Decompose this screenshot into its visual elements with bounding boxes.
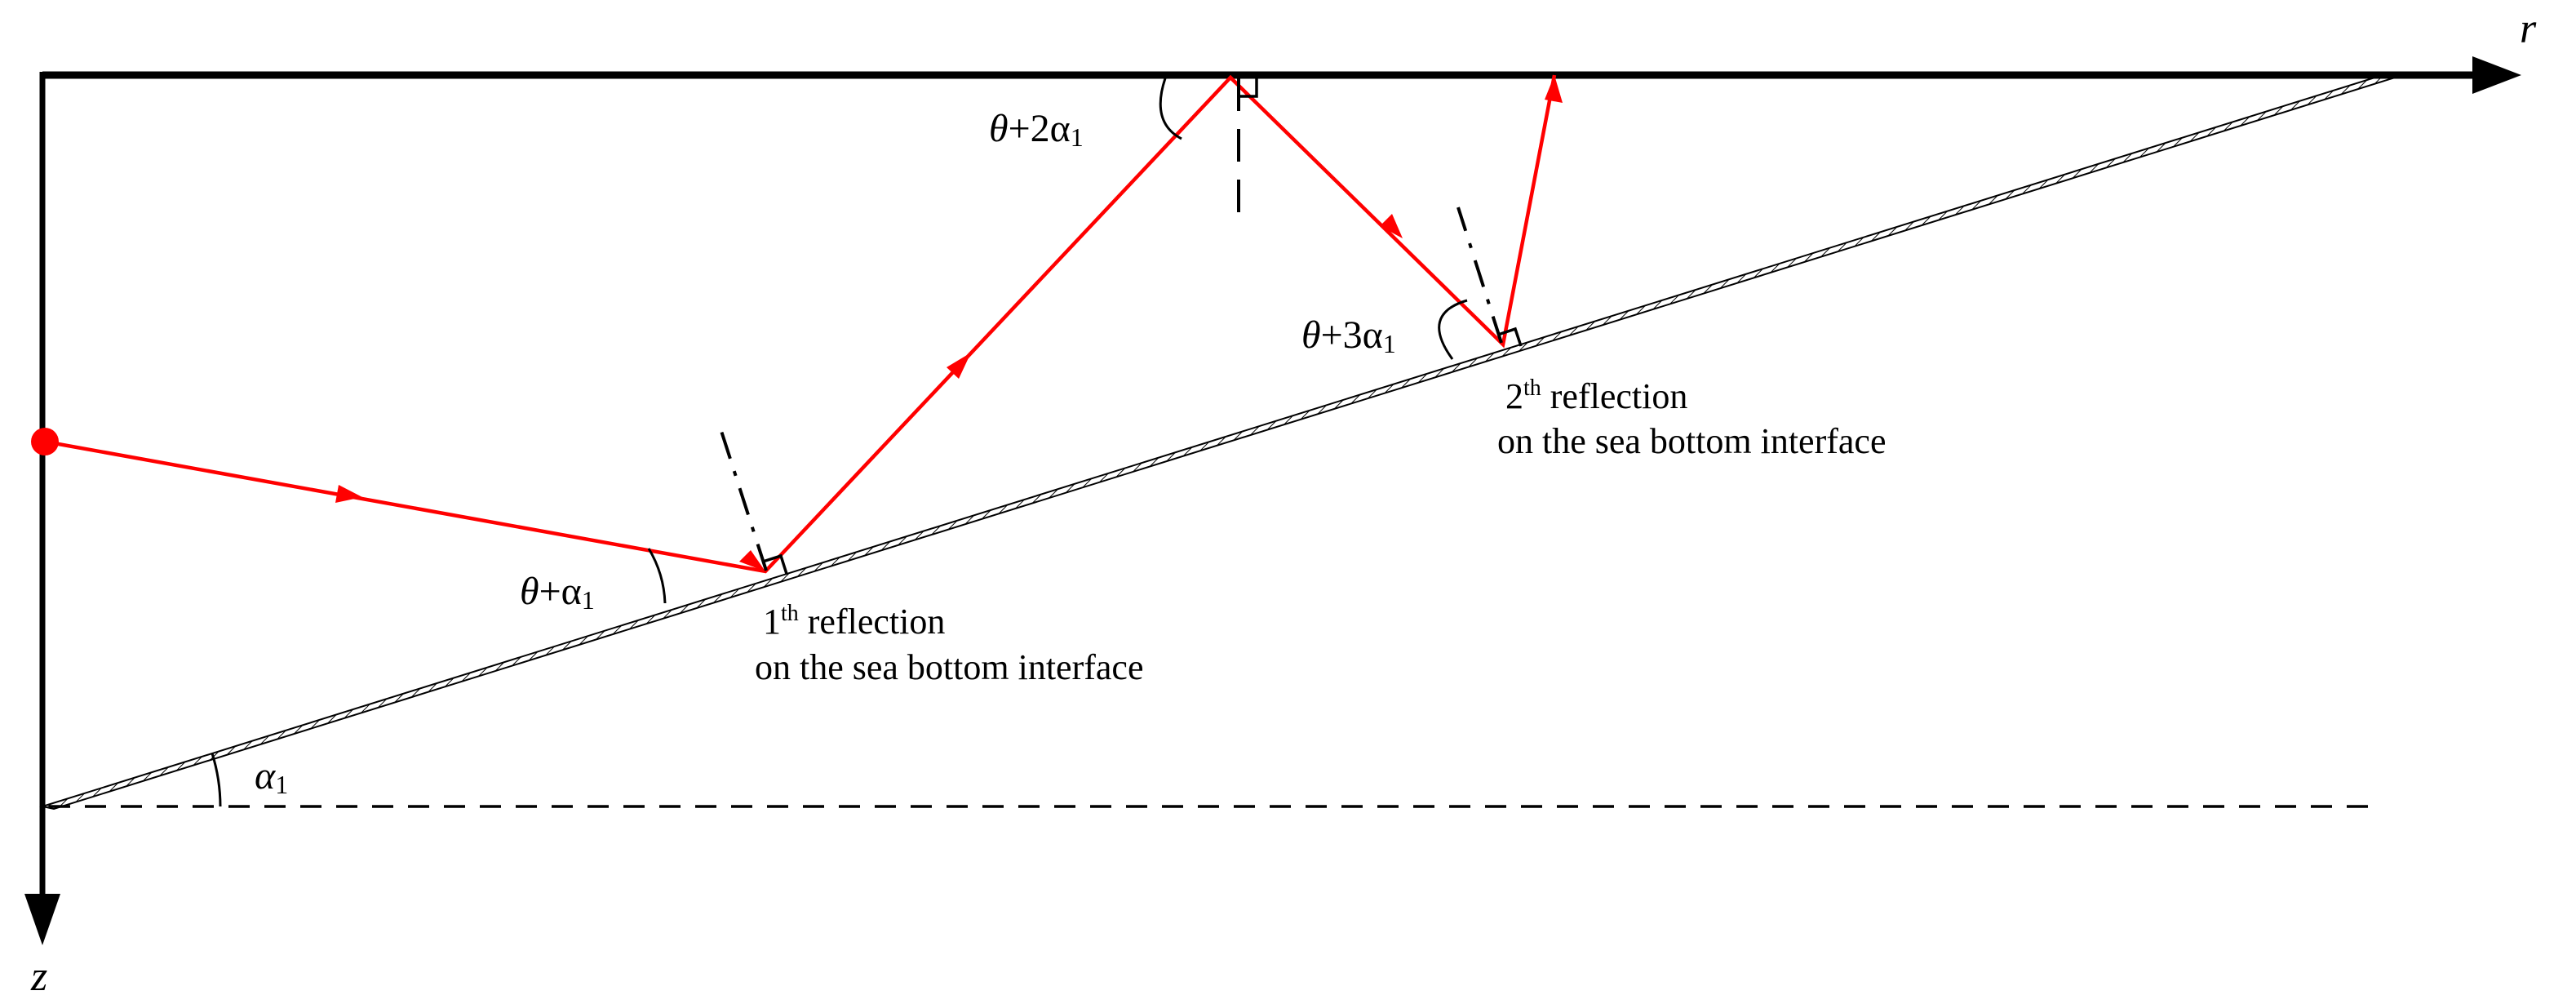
source-point xyxy=(31,428,59,455)
ray-arrow-1 xyxy=(335,485,362,503)
angle-arc-second xyxy=(1438,299,1468,360)
z-axis-arrowhead xyxy=(24,894,60,945)
right-angle-marker-surface xyxy=(1239,78,1258,98)
ray-arrow-2 xyxy=(947,353,971,379)
r-axis-arrowhead xyxy=(2472,56,2521,94)
angle-label-incident: θ+α1 xyxy=(520,570,595,615)
ray-arrow-3 xyxy=(1380,214,1403,238)
acoustic-ray-path xyxy=(44,74,1557,574)
second-reflection-label-line2: on the sea bottom interface xyxy=(1497,421,1886,461)
angle-label-second: θ+3α1 xyxy=(1301,313,1396,358)
ray-arrow-4 xyxy=(1545,75,1563,103)
sea-bottom-interface xyxy=(39,73,2396,811)
slope-angle-arc xyxy=(211,753,222,807)
slope-angle-label: α1 xyxy=(255,754,288,799)
reflection-arrow-1 xyxy=(739,550,765,571)
normal-line-2 xyxy=(1456,207,1503,344)
right-angle-marker-1 xyxy=(762,553,788,575)
right-angle-marker-2 xyxy=(1497,327,1523,347)
z-axis-label: z xyxy=(30,953,47,1000)
normal-line-1 xyxy=(719,428,768,571)
angle-arc-incident xyxy=(647,548,667,604)
angle-label-surface: θ+2α1 xyxy=(989,107,1084,152)
angle-arc-surface xyxy=(1159,78,1182,140)
second-reflection-label: 2th reflection xyxy=(1505,375,1687,416)
r-axis-label: r xyxy=(2520,6,2537,52)
first-reflection-label: 1th reflection xyxy=(763,601,945,642)
first-reflection-label-line2: on the sea bottom interface xyxy=(755,647,1143,687)
